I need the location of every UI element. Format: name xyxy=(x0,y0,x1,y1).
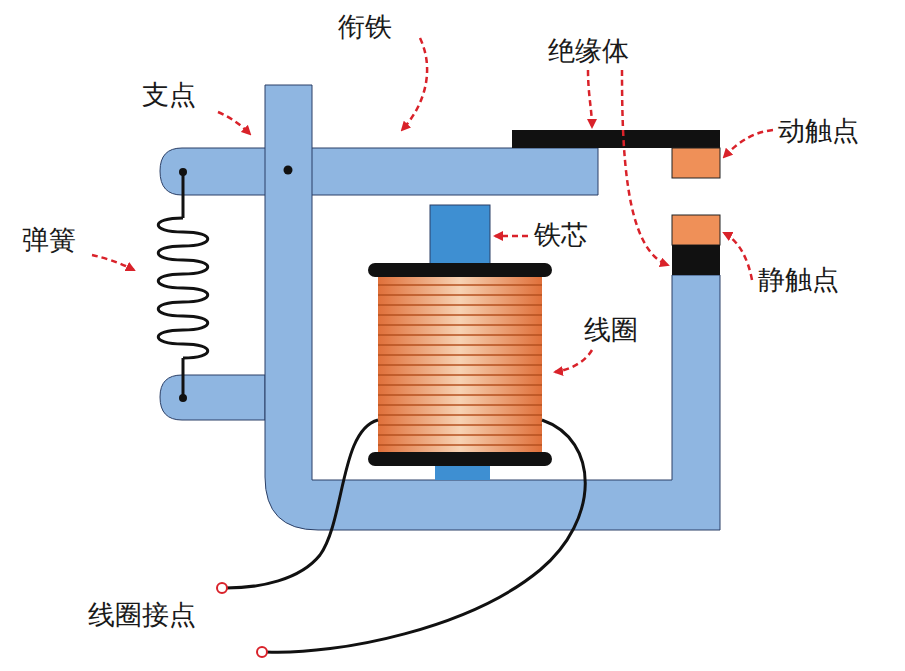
coil-wire xyxy=(226,420,585,652)
coil-winding xyxy=(378,275,542,455)
spring-bracket xyxy=(160,375,265,420)
part-label: 弹簧 xyxy=(20,225,78,255)
static-contact xyxy=(672,215,720,245)
leader-arrow xyxy=(92,38,773,372)
part-label: 支点 xyxy=(140,80,198,110)
insulator xyxy=(512,130,720,148)
iron-core xyxy=(430,205,490,267)
spring-coil xyxy=(158,170,208,398)
part-label: 衔铁 xyxy=(336,12,394,42)
coil-flange xyxy=(368,263,552,277)
insulator xyxy=(672,245,720,275)
part-label: 静触点 xyxy=(756,265,841,295)
yoke-frame xyxy=(265,85,720,530)
part-label: 线圈接点 xyxy=(86,600,198,630)
part-label: 线圈 xyxy=(582,315,640,345)
part-label: 铁芯 xyxy=(532,220,590,250)
coil-terminal xyxy=(217,583,227,593)
coil-terminal xyxy=(257,647,267,657)
coil-flange xyxy=(368,452,552,466)
part-label: 动触点 xyxy=(776,116,861,146)
part-label: 绝缘体 xyxy=(546,36,631,66)
moving-contact xyxy=(672,148,720,178)
coil-turns xyxy=(378,285,542,445)
pivot-dot xyxy=(284,166,293,175)
armature xyxy=(160,148,598,195)
